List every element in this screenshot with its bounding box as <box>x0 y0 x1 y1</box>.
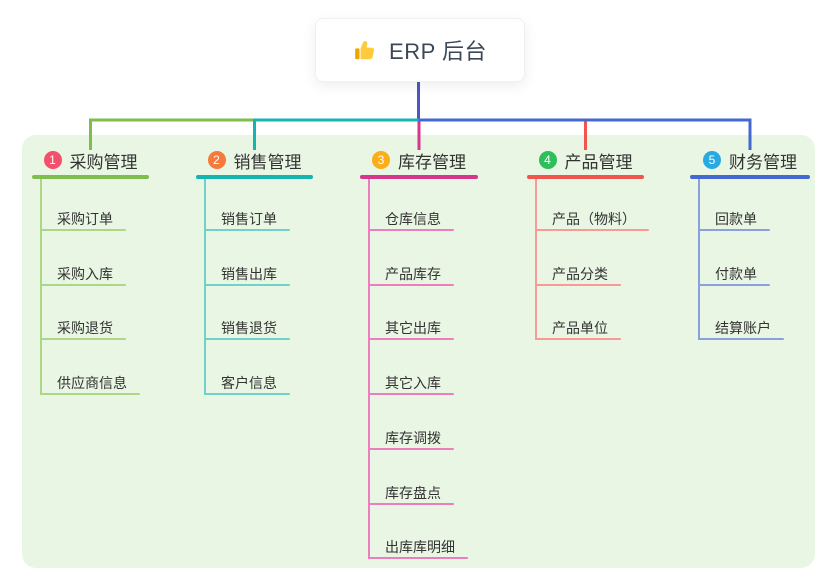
child-node-采购退货[interactable]: 采购退货 <box>57 320 113 336</box>
child-node-采购订单[interactable]: 采购订单 <box>57 211 113 227</box>
branch-number-badge: 4 <box>538 151 557 169</box>
branch-number-badge: 2 <box>207 151 226 169</box>
child-node-库存调拨[interactable]: 库存调拨 <box>385 430 441 446</box>
child-underline <box>368 284 454 286</box>
branch-underline <box>360 175 478 179</box>
child-underline <box>368 229 454 231</box>
child-underline <box>204 338 290 340</box>
child-underline <box>698 338 784 340</box>
child-node-客户信息[interactable]: 客户信息 <box>221 375 277 391</box>
child-underline <box>535 284 621 286</box>
child-node-出库库明细[interactable]: 出库库明细 <box>385 539 455 555</box>
child-underline <box>204 393 290 395</box>
child-node-销售退货[interactable]: 销售退货 <box>221 320 277 336</box>
child-underline <box>535 338 621 340</box>
child-node-产品（物料）[interactable]: 产品（物料） <box>552 211 636 227</box>
child-node-产品库存[interactable]: 产品库存 <box>385 266 441 282</box>
child-underline <box>698 229 770 231</box>
branch-underline <box>32 175 149 179</box>
branch-underline <box>690 175 810 179</box>
child-node-采购入库[interactable]: 采购入库 <box>57 266 113 282</box>
child-node-仓库信息[interactable]: 仓库信息 <box>385 211 441 227</box>
branch-underline <box>527 175 644 179</box>
branch-child-spine <box>40 179 42 396</box>
branch-label: 库存管理 <box>398 152 466 172</box>
branch-label: 采购管理 <box>69 152 138 172</box>
child-underline <box>204 229 290 231</box>
child-node-产品分类[interactable]: 产品分类 <box>552 266 608 282</box>
child-underline <box>40 229 126 231</box>
root-node[interactable]: ERP 后台 <box>315 18 525 82</box>
root-node-label: ERP 后台 <box>389 39 487 64</box>
child-underline <box>698 284 770 286</box>
child-node-付款单[interactable]: 付款单 <box>715 266 757 282</box>
branch-child-spine <box>204 179 206 396</box>
branch-child-spine <box>368 179 370 560</box>
child-node-销售订单[interactable]: 销售订单 <box>221 211 277 227</box>
child-node-回款单[interactable]: 回款单 <box>715 211 757 227</box>
child-node-供应商信息[interactable]: 供应商信息 <box>57 375 127 391</box>
child-underline <box>368 338 454 340</box>
branch-node-库存管理[interactable]: 3 库存管理 <box>360 149 478 172</box>
thumbs-up-icon <box>353 37 379 63</box>
branch-node-采购管理[interactable]: 1 采购管理 <box>32 149 149 172</box>
child-node-结算账户[interactable]: 结算账户 <box>715 320 771 336</box>
branch-number-badge: 1 <box>43 151 62 169</box>
branch-underline <box>196 175 313 179</box>
child-node-库存盘点[interactable]: 库存盘点 <box>385 485 441 501</box>
child-underline <box>40 284 126 286</box>
branch-node-财务管理[interactable]: 5 财务管理 <box>690 149 810 172</box>
child-underline <box>40 338 126 340</box>
branch-number-badge: 3 <box>372 151 390 169</box>
child-underline <box>368 448 454 450</box>
child-underline <box>368 393 454 395</box>
branch-node-产品管理[interactable]: 4 产品管理 <box>527 149 644 172</box>
branches-panel <box>22 135 815 568</box>
child-underline <box>204 284 290 286</box>
child-node-产品单位[interactable]: 产品单位 <box>552 320 608 336</box>
branch-label: 产品管理 <box>564 152 633 172</box>
child-node-其它出库[interactable]: 其它出库 <box>385 320 441 336</box>
child-underline <box>368 557 468 559</box>
child-node-销售出库[interactable]: 销售出库 <box>221 266 277 282</box>
child-underline <box>368 503 454 505</box>
branch-label: 财务管理 <box>729 152 797 172</box>
child-underline <box>40 393 140 395</box>
child-underline <box>535 229 649 231</box>
branch-child-spine <box>535 179 537 341</box>
branch-node-销售管理[interactable]: 2 销售管理 <box>196 149 313 172</box>
branch-child-spine <box>698 179 700 341</box>
branch-number-badge: 5 <box>703 151 721 169</box>
child-node-其它入库[interactable]: 其它入库 <box>385 375 441 391</box>
branch-label: 销售管理 <box>233 152 302 172</box>
